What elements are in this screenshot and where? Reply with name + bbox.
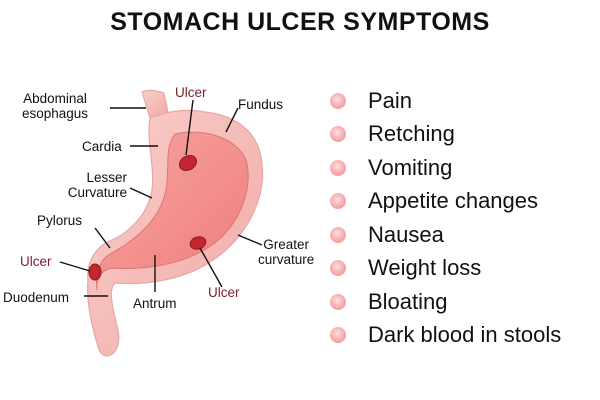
bullet-dot-icon xyxy=(330,126,346,143)
label-fundus: Fundus xyxy=(238,97,284,112)
stomach-inner xyxy=(96,131,249,291)
label-cardia: Cardia xyxy=(82,139,122,154)
bullet-dot-icon xyxy=(330,226,346,243)
label-abdominal-esophagus: Abdominal esophagus xyxy=(22,91,89,121)
label-ulcer-left: Ulcer xyxy=(20,254,52,269)
list-item: Bloating xyxy=(330,285,561,319)
bullet-dot-icon xyxy=(330,293,346,310)
bullet-dot-icon xyxy=(330,193,346,210)
label-ulcer-top: Ulcer xyxy=(175,85,207,100)
ulcer-left-mark xyxy=(88,263,102,281)
ulcer-top-mark xyxy=(178,154,198,172)
list-item: Vomiting xyxy=(330,151,561,185)
bullet-dot-icon xyxy=(330,260,346,277)
label-greater-curvature: Greater curvature xyxy=(258,237,315,267)
list-item: Pain xyxy=(330,84,561,118)
label-lesser-curvature: Lesser Curvature xyxy=(67,170,127,200)
bullet-dot-icon xyxy=(330,92,346,109)
label-ulcer-bottom: Ulcer xyxy=(208,285,240,300)
page-title: STOMACH ULCER SYMPTOMS xyxy=(110,8,490,36)
list-item: Appetite changes xyxy=(330,185,561,219)
list-item: Retching xyxy=(330,118,561,152)
list-item: Dark blood in stools xyxy=(330,319,561,353)
list-item: Nausea xyxy=(330,218,561,252)
label-duodenum: Duodenum xyxy=(3,290,70,305)
bullet-dot-icon xyxy=(330,159,346,176)
symptoms-list: Pain Retching Vomiting Appetite changes … xyxy=(330,84,561,352)
label-pylorus: Pylorus xyxy=(37,213,83,228)
bullet-dot-icon xyxy=(330,327,346,344)
leader-lines xyxy=(59,99,263,297)
label-antrum: Antrum xyxy=(133,296,177,311)
list-item: Weight loss xyxy=(330,252,561,286)
